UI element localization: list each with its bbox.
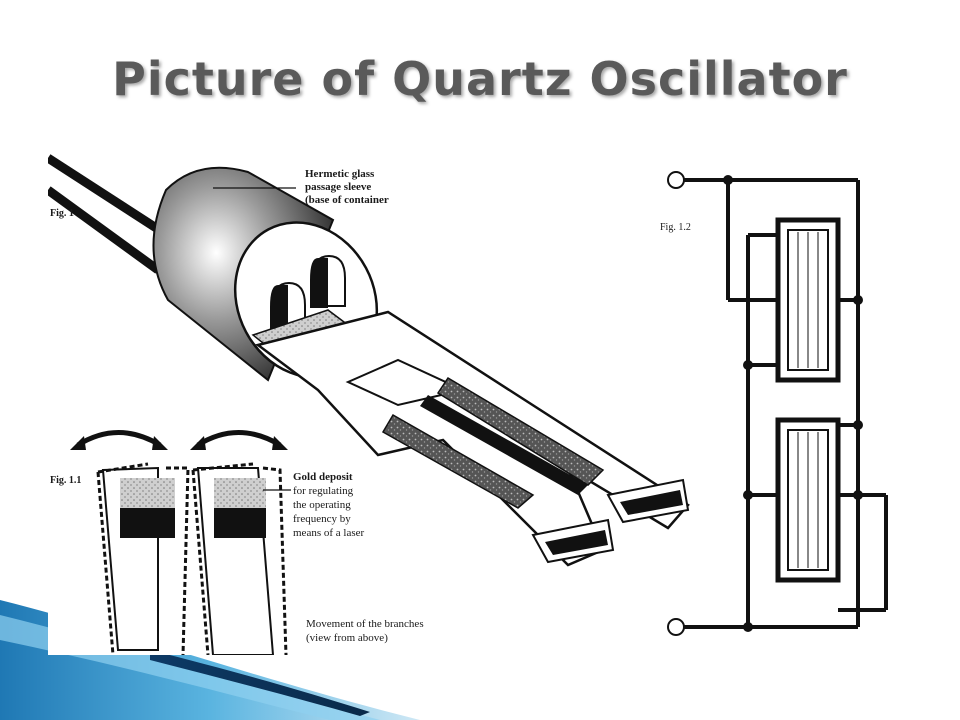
fig-1-1-label: Fig. 1.1 [50,475,82,486]
oscillator-picture: Fig. 1 Hermetic glass passage sleeve (ba… [48,150,910,655]
crystal-assembly [48,154,690,567]
oscillator-drawing [48,154,888,655]
gold-deposit-callout-line-5: means of a laser [293,527,365,539]
gold-deposit-callout-line-3: the operating [293,499,351,511]
gold-deposit-callout-line-2: for regulating [293,485,354,497]
fig-1-2-label: Fig. 1.2 [660,222,691,233]
branches-caption-line-2: (view from above) [306,632,388,644]
gold-deposit-callout-line-1: Gold deposit [293,471,353,483]
branches-caption-line-1: Movement of the branches [306,618,424,630]
fig-1-label: Fig. 1 [50,208,74,219]
glass-sleeve-callout-line-3: (base of container [305,194,389,206]
glass-sleeve-callout-line-1: Hermetic glass [305,168,375,180]
gold-deposit-callout-line-4: frequency by [293,513,351,525]
branches-diagram [70,430,291,655]
slide-title: Picture of Quartz Oscillator [112,52,848,106]
circuit-diagram [667,171,888,636]
glass-sleeve-callout-line-2: passage sleeve [305,181,372,193]
